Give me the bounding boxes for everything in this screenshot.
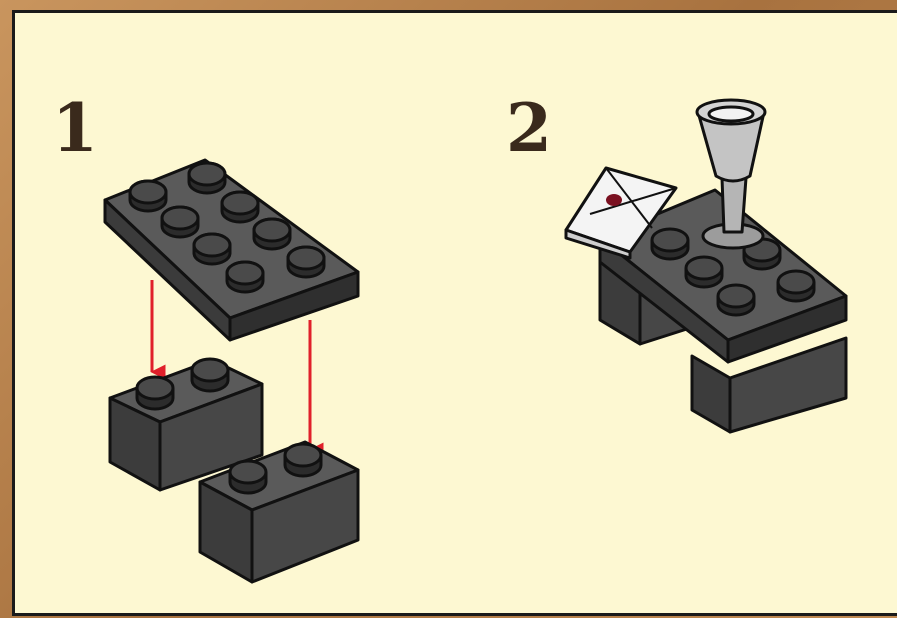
step1-plate-2x4 <box>105 160 358 340</box>
